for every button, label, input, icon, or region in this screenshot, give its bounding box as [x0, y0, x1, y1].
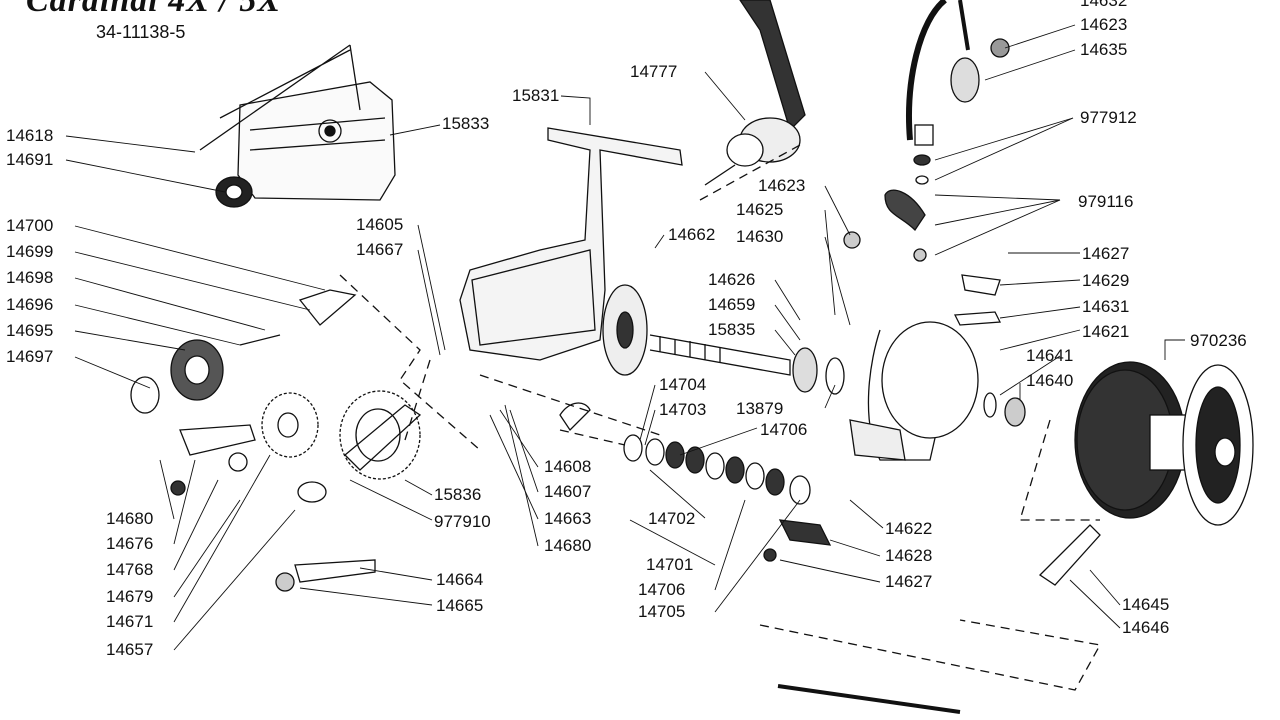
part-label-14623-b: 14623: [1080, 15, 1128, 34]
part-label-14706-b: 14706: [638, 580, 686, 599]
gears-drawing: [170, 339, 422, 480]
spool-drawing: [1074, 361, 1254, 526]
part-label-14605: 14605: [356, 215, 404, 234]
part-label-14629: 14629: [1082, 271, 1130, 290]
part-label-14667: 14667: [356, 240, 404, 259]
part-label-14662: 14662: [668, 225, 716, 244]
part-label-15836: 15836: [434, 485, 482, 504]
part-label-14703: 14703: [659, 400, 707, 419]
assembly-lines: [339, 144, 1102, 691]
part-label-14702: 14702: [648, 509, 696, 528]
part-label-970236: 970236: [1190, 331, 1247, 350]
part-label-14777: 14777: [630, 62, 678, 81]
part-label-15835: 15835: [708, 320, 756, 339]
part-label-14691: 14691: [6, 150, 54, 169]
part-label-14632: 14632: [1080, 0, 1128, 10]
part-label-14625: 14625: [736, 200, 784, 219]
part-label-14607: 14607: [544, 482, 592, 501]
part-label-14697: 14697: [6, 347, 54, 366]
part-label-14635: 14635: [1080, 40, 1128, 59]
part-label-14699: 14699: [6, 242, 54, 261]
part-label-14645: 14645: [1122, 595, 1170, 614]
reel-body-drawing: [459, 127, 845, 395]
side-cover-drawing: [199, 44, 396, 208]
part-label-14680: 14680: [106, 509, 154, 528]
part-label-14768: 14768: [106, 560, 154, 579]
part-label-14623: 14623: [758, 176, 806, 195]
part-label-14698: 14698: [6, 268, 54, 287]
part-label-15833: 15833: [442, 114, 490, 133]
part-label-13879: 13879: [736, 399, 784, 418]
part-label-14695: 14695: [6, 321, 54, 340]
part-label-14618: 14618: [6, 126, 54, 145]
part-label-14659: 14659: [708, 295, 756, 314]
part-label-14641: 14641: [1026, 346, 1074, 365]
part-label-14627: 14627: [1082, 244, 1130, 263]
bail-drawing: [843, 0, 1010, 262]
part-label-14628: 14628: [885, 546, 933, 565]
part-label-14627-b: 14627: [885, 572, 933, 591]
part-label-14700: 14700: [6, 216, 54, 235]
part-label-15831: 15831: [512, 86, 560, 105]
part-label-14679: 14679: [106, 587, 154, 606]
part-label-14696: 14696: [6, 295, 54, 314]
part-label-14657: 14657: [106, 640, 154, 659]
part-label-14626: 14626: [708, 270, 756, 289]
leader-lines: [65, 24, 1185, 651]
part-label-979116: 979116: [1078, 192, 1134, 211]
diagram-title: Cardinal 4X / 5X: [26, 0, 282, 19]
part-label-14704: 14704: [659, 375, 707, 394]
washers-drawing: [623, 434, 811, 505]
small-parts-drawing: [130, 274, 1101, 714]
part-label-14665: 14665: [436, 596, 484, 615]
part-label-14622: 14622: [885, 519, 933, 538]
part-label-14701: 14701: [646, 555, 694, 574]
part-label-14646: 14646: [1122, 618, 1170, 637]
rotor-drawing: [849, 321, 1026, 461]
part-label-14621: 14621: [1082, 322, 1130, 341]
part-label-14671: 14671: [106, 612, 154, 631]
part-label-14608: 14608: [544, 457, 592, 476]
handle-drawing: [704, 0, 806, 186]
part-label-14706: 14706: [760, 420, 808, 439]
part-label-977910: 977910: [434, 512, 491, 531]
part-label-14705: 14705: [638, 602, 686, 621]
part-label-14630: 14630: [736, 227, 784, 246]
part-label-14663: 14663: [544, 509, 592, 528]
part-label-977912: 977912: [1080, 108, 1137, 127]
part-label-14640: 14640: [1026, 371, 1074, 390]
part-label-14631: 14631: [1082, 297, 1130, 316]
part-label-14680-b: 14680: [544, 536, 592, 555]
part-label-14664: 14664: [436, 570, 484, 589]
catalog-number: 34-11138-5: [96, 22, 186, 42]
part-label-14676: 14676: [106, 534, 154, 553]
